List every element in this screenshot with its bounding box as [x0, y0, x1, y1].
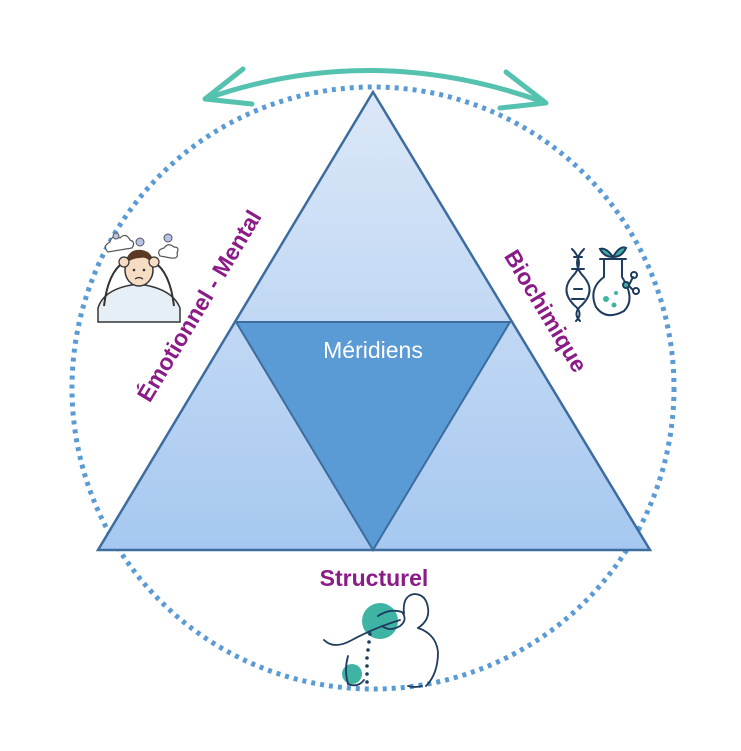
center-label: Méridiens	[323, 337, 423, 363]
inner-triangle	[234, 321, 512, 552]
bottom-label: Structurel	[320, 565, 429, 591]
dotted-circle	[69, 84, 677, 692]
stressed-person-icon	[97, 232, 181, 323]
dna-lab-flask-icon	[565, 246, 640, 322]
back-pain-spine-icon	[323, 593, 439, 688]
double-headed-curved-arrow-icon	[202, 66, 549, 111]
